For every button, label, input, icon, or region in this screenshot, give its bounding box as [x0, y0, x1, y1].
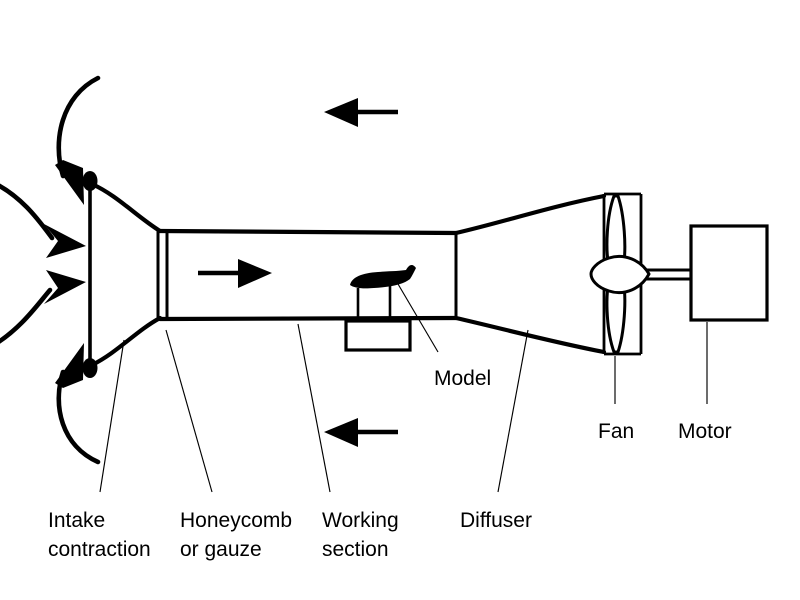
honeycomb-gauze	[156, 230, 169, 320]
label-model: Model	[434, 367, 491, 390]
propeller-fan	[589, 194, 651, 354]
label-honeycomb-line1: Honeycomb	[180, 509, 292, 532]
leader-line-working	[297, 323, 331, 493]
model-assembly	[344, 264, 416, 352]
return-flow-arrow-top	[324, 98, 398, 127]
fan-hub-spinner	[589, 254, 651, 295]
inflow-arrow-top	[55, 75, 101, 205]
label-motor: Motor	[678, 420, 732, 443]
working-section-wall-top	[157, 228, 459, 236]
label-intake-line2: contraction	[48, 538, 151, 561]
return-flow-arrow-bottom	[324, 418, 398, 447]
label-diffuser: Diffuser	[460, 509, 532, 532]
label-honeycomb-line2: or gauze	[180, 538, 262, 561]
working-section	[157, 228, 459, 322]
aircraft-model-silhouette	[350, 264, 416, 289]
inflow-arrow-upper	[0, 183, 86, 258]
intake-inflow-arrows	[0, 75, 101, 465]
diffuser-wall-top	[453, 193, 607, 236]
label-working-line1: Working	[322, 509, 399, 532]
flow-arrow-right	[198, 259, 272, 288]
leader-line-honeycomb	[165, 329, 213, 493]
contraction-wall-bottom	[89, 315, 163, 368]
leader-lines	[99, 283, 708, 493]
label-fan: Fan	[598, 420, 634, 443]
drive-shaft	[646, 268, 692, 281]
motor-box	[689, 224, 769, 322]
balance-box	[344, 319, 412, 352]
leader-line-intake	[99, 339, 125, 493]
contraction-wall-top	[89, 181, 163, 234]
label-intake-line1: Intake	[48, 509, 105, 532]
label-working-line2: section	[322, 538, 389, 561]
inflow-arrow-bottom	[55, 343, 101, 465]
working-section-wall-bottom	[157, 315, 459, 322]
leader-line-model	[397, 283, 439, 353]
inflow-arrow-lower	[0, 270, 86, 344]
intake-contraction	[82, 171, 163, 378]
leader-line-diffuser	[497, 329, 529, 493]
intake-lip-top-dot	[82, 171, 98, 191]
